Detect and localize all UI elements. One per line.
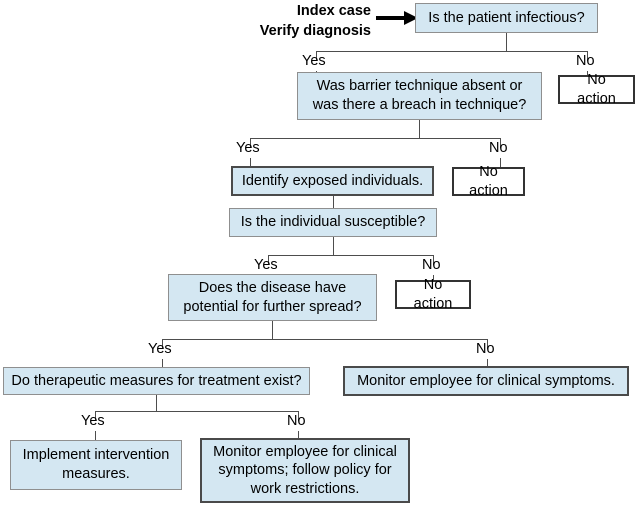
branch-label-n6-yes: Yes: [81, 413, 105, 429]
connector-n2-yes-drop-top: [250, 138, 251, 148]
node-label: Is the patient infectious?: [428, 9, 585, 26]
node-label-line-1: Implement intervention: [22, 447, 170, 464]
node-label: Was barrier technique absent or was ther…: [312, 78, 527, 113]
connector-n1-split: [316, 51, 587, 52]
node-label: No action: [577, 71, 616, 107]
node-label: No action: [413, 276, 453, 312]
connector-n5-no-drop-top: [487, 339, 488, 349]
node-is-patient-infectious[interactable]: Is the patient infectious?: [415, 3, 598, 33]
branch-label-n4-no: No: [422, 257, 441, 273]
node-potential-for-further-spread[interactable]: Does the disease have potential for furt…: [168, 274, 377, 321]
branch-label-n6-no: No: [287, 413, 306, 429]
node-label: Identify exposed individuals.: [241, 172, 424, 189]
connector-n2-stem: [419, 120, 420, 138]
connector-n6-split: [95, 411, 298, 412]
connector-n5-split: [162, 339, 487, 340]
connector-n5-yes-drop-top: [162, 339, 163, 349]
entry-caption: Index case Verify diagnosis: [247, 2, 371, 41]
node-identify-exposed-individuals[interactable]: Identify exposed individuals.: [231, 166, 434, 196]
connector-n6-yes-drop-bottom: [95, 431, 96, 441]
entry-arrow-icon: [376, 11, 418, 25]
connector-n1-stem: [506, 33, 507, 51]
connector-n6-no-drop-bottom: [298, 431, 299, 439]
connector-n4-split: [268, 255, 433, 256]
connector-n4-yes-drop-top: [268, 255, 269, 265]
connector-n5-yes-drop-bottom: [162, 359, 163, 368]
branch-label-n5-yes: Yes: [148, 341, 172, 357]
connector-n4-stem: [333, 237, 334, 255]
connector-n1-no-drop-bottom: [587, 71, 588, 75]
connector-n1-no-drop-top: [587, 51, 588, 61]
connector-n5-no-drop-bottom: [487, 359, 488, 368]
node-label: No action: [469, 163, 508, 199]
connector-n6-stem: [156, 395, 157, 411]
node-label-line-1: Monitor employee for clinical: [213, 443, 397, 460]
node-label: Is the individual susceptible?: [240, 214, 426, 231]
node-label-line-2: potential for further spread?: [183, 298, 362, 315]
node-label-line-2: measures.: [62, 466, 130, 482]
branch-label-n4-yes: Yes: [254, 257, 278, 273]
node-label-line-3: work restrictions.: [250, 480, 360, 497]
branch-label-n5-no: No: [476, 341, 495, 357]
node-no-action-2[interactable]: No action: [452, 164, 525, 199]
node-no-action-3[interactable]: No action: [395, 277, 471, 312]
connector-n6-yes-drop-top: [95, 411, 96, 421]
connector-n2-yes-drop-bottom: [250, 158, 251, 166]
branch-label-n1-no: No: [576, 53, 595, 69]
node-monitor-employee-work-restrictions[interactable]: Monitor employee for clinical symptoms; …: [200, 438, 410, 503]
connector-n5-stem: [272, 321, 273, 339]
node-monitor-employee-clinical-symptoms[interactable]: Monitor employee for clinical symptoms.: [343, 366, 629, 396]
branch-label-n1-yes: Yes: [302, 53, 326, 69]
connector-n2-split: [250, 138, 500, 139]
node-no-action-1[interactable]: No action: [558, 72, 635, 107]
branch-label-n2-yes: Yes: [236, 140, 260, 156]
node-label-line-1: Does the disease have: [198, 279, 347, 296]
node-label: Do therapeutic measures for treatment ex…: [11, 372, 302, 389]
entry-caption-line-2: Verify diagnosis: [259, 22, 371, 39]
node-label-line-2: symptoms; follow policy for: [218, 462, 392, 479]
connector-n4-no-drop-bottom: [433, 275, 434, 280]
node-label: Monitor employee for clinical symptoms.: [357, 372, 615, 389]
node-is-individual-susceptible[interactable]: Is the individual susceptible?: [229, 208, 437, 237]
node-therapeutic-measures-exist[interactable]: Do therapeutic measures for treatment ex…: [3, 367, 310, 395]
connector-n3-stem: [333, 196, 334, 210]
entry-caption-line-1: Index case: [296, 3, 371, 19]
branch-label-n2-no: No: [489, 140, 508, 156]
connector-n1-yes-drop-top: [316, 51, 317, 61]
node-barrier-technique[interactable]: Was barrier technique absent or was ther…: [297, 72, 542, 120]
connector-n2-no-drop-bottom: [500, 158, 501, 167]
connector-n6-no-drop-top: [298, 411, 299, 421]
connector-n4-no-drop-top: [433, 255, 434, 265]
connector-n2-no-drop-top: [500, 138, 501, 148]
node-implement-intervention-measures[interactable]: Implement intervention measures.: [10, 440, 182, 490]
